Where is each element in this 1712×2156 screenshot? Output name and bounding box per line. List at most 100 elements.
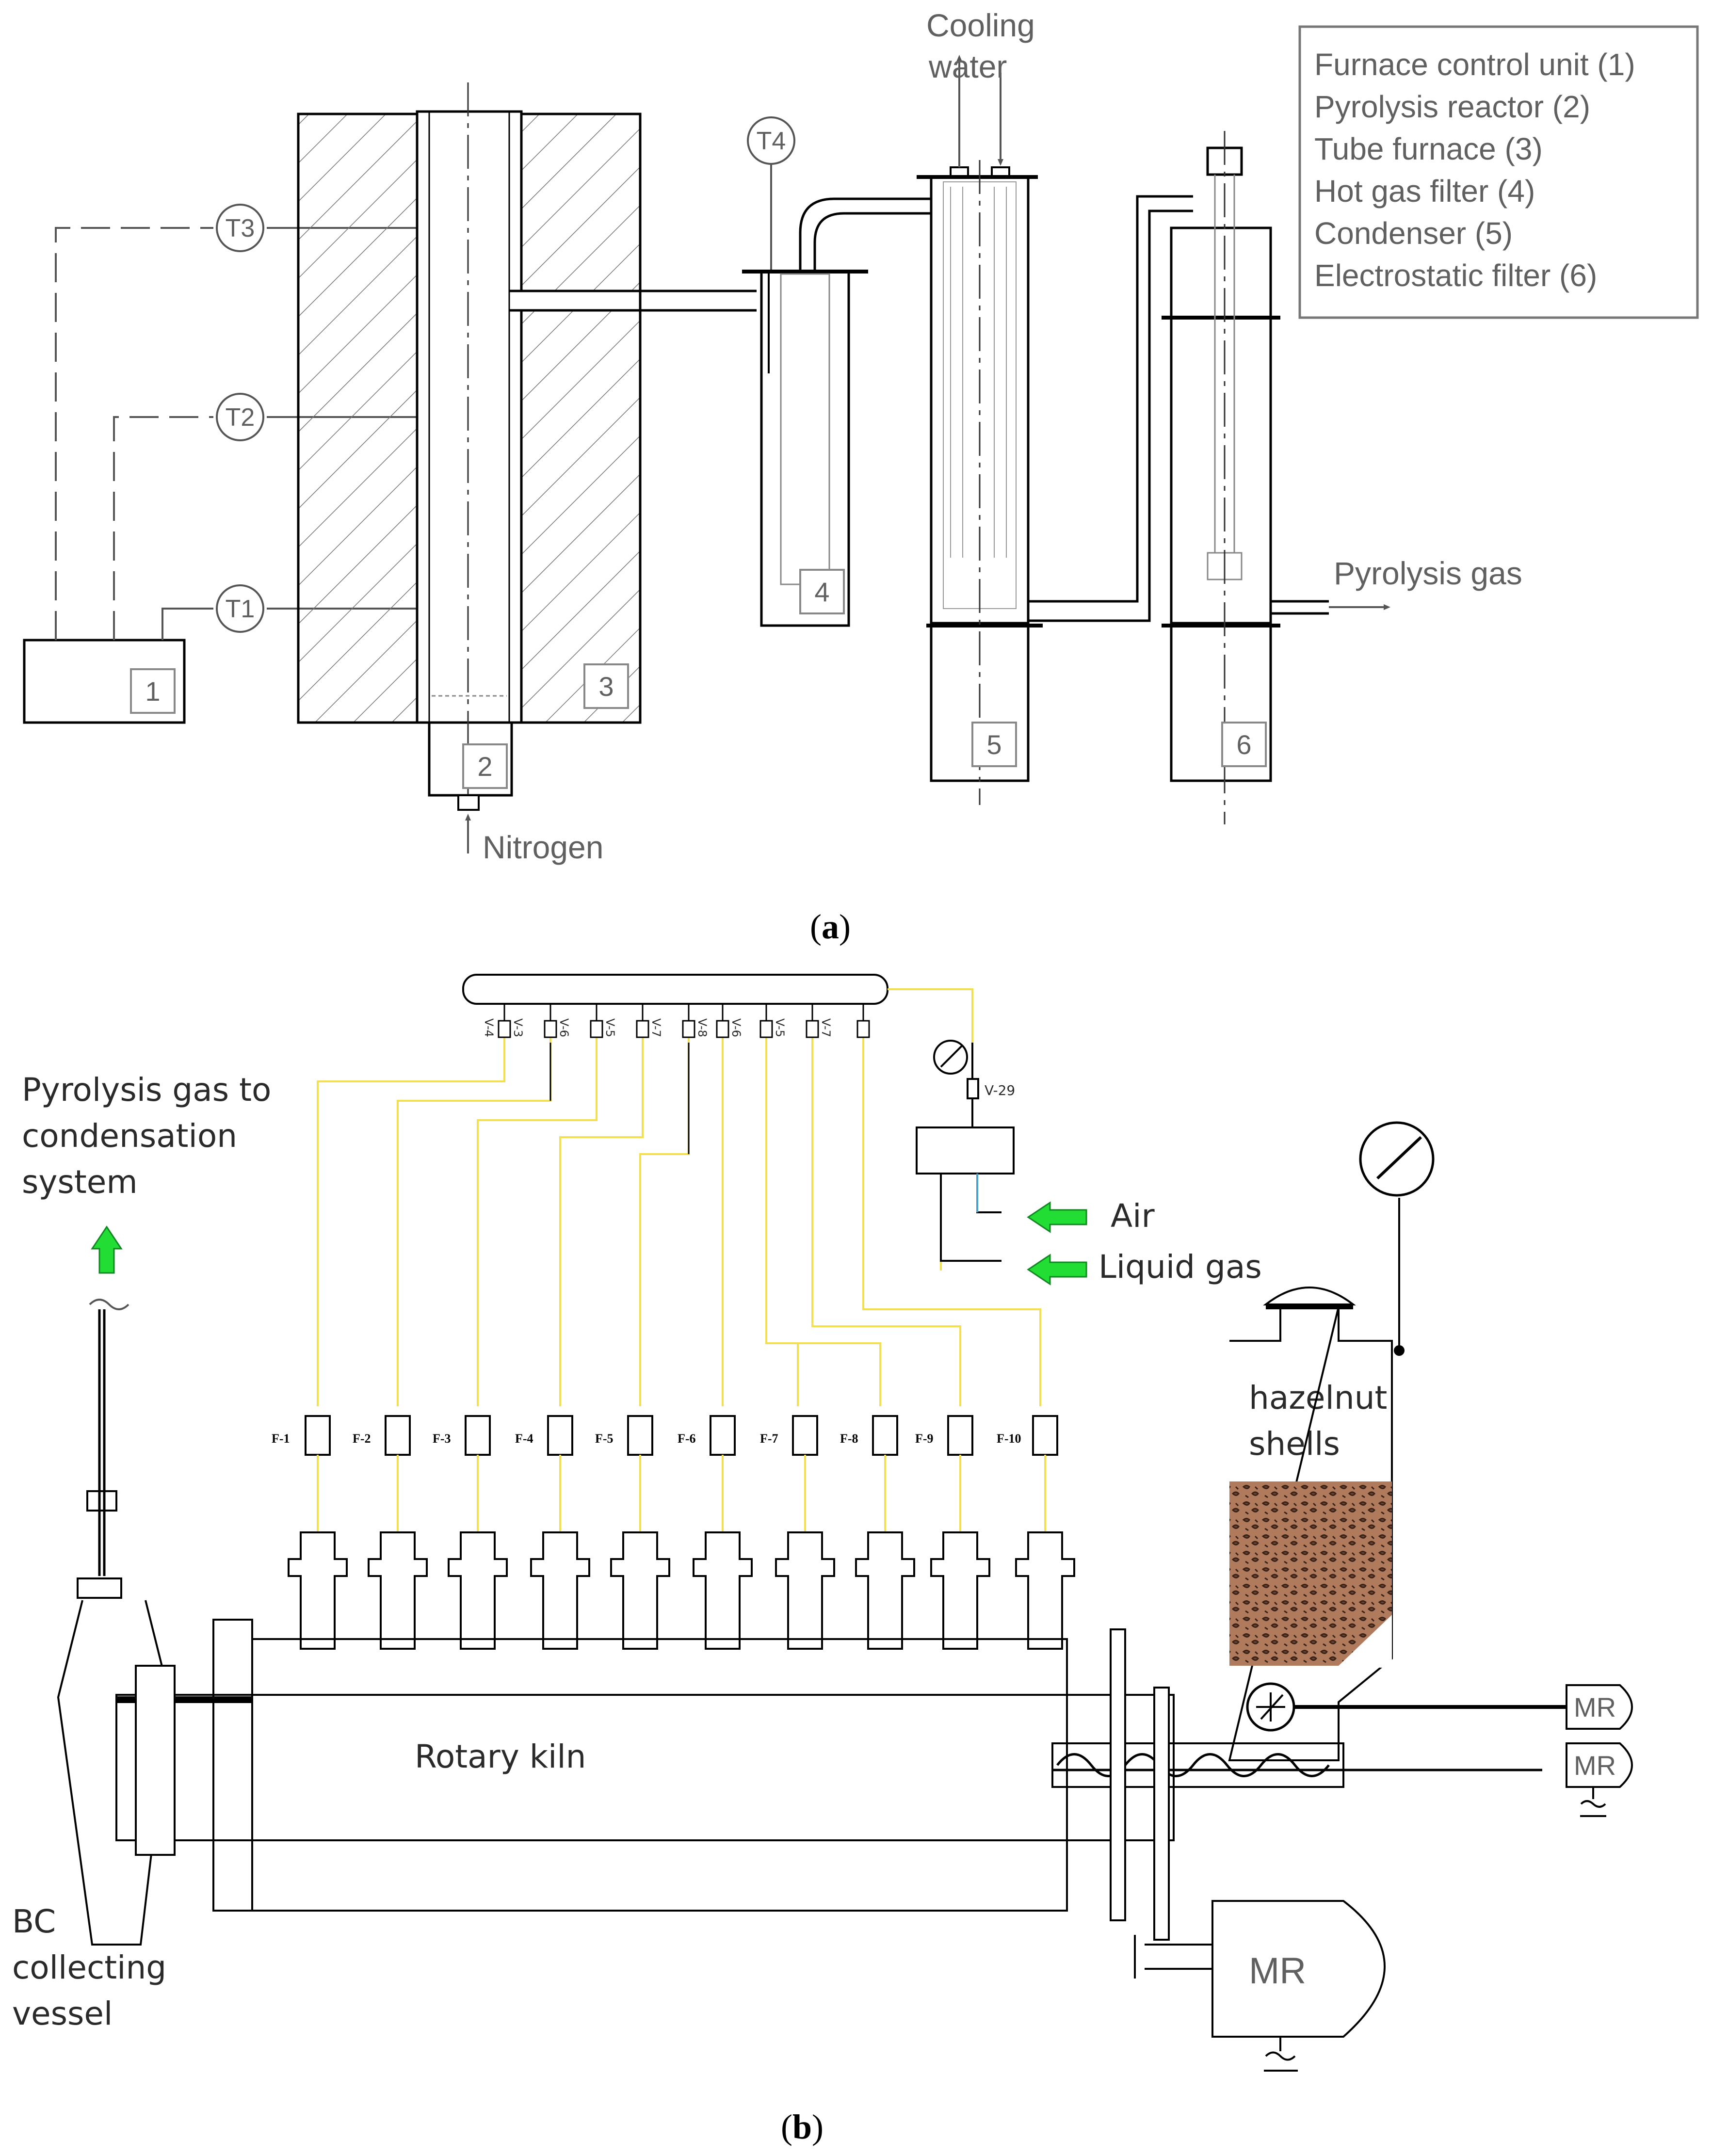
unit-number: 3	[598, 671, 614, 702]
valve-v29[interactable]	[967, 1078, 979, 1099]
unit-number: 6	[1236, 729, 1251, 760]
valve[interactable]	[682, 1004, 695, 1038]
bc-vessel-label-1: BC	[12, 1903, 56, 1940]
unit-numbers: 1 2 3 4 5 6	[145, 577, 1251, 782]
valve-label: V-4	[482, 1018, 496, 1037]
flowmeter[interactable]	[385, 1415, 411, 1456]
air-label: Air	[1111, 1197, 1155, 1235]
thermocouple-label: T3	[226, 214, 255, 242]
thermocouple-labels: T3 T2 T1 T4	[226, 127, 786, 623]
motor-screw	[1566, 1742, 1633, 1788]
valve-label: V-5	[603, 1018, 617, 1037]
flowmeter-label: F-6	[678, 1432, 696, 1446]
burners	[288, 1531, 1075, 1650]
flowmeter-label: F-8	[840, 1432, 858, 1446]
legend-item: Hot gas filter (4)	[1314, 174, 1535, 209]
gas-destination-label-3: system	[22, 1163, 138, 1201]
valve-labels: V-4 V-3 V-6 V-5 V-7 V-8 V-6 V-5 V-7	[482, 1018, 833, 1037]
pyrolysis-reactor	[416, 110, 523, 724]
flowmeters	[305, 1415, 1058, 1456]
thermocouple-label: T2	[226, 403, 255, 432]
hazelnut-label-1: hazelnut	[1249, 1379, 1387, 1416]
thermocouple-t3	[216, 204, 264, 252]
gas-supply-lines	[317, 988, 1041, 1406]
rotary-kiln	[115, 1619, 1175, 1912]
legend-item: Furnace control unit (1)	[1314, 47, 1635, 82]
unit-number: 5	[986, 729, 1001, 760]
rotary-kiln-label: Rotary kiln	[415, 1738, 586, 1775]
valve[interactable]	[856, 1004, 870, 1038]
legend-item: Tube furnace (3)	[1314, 131, 1543, 166]
valve[interactable]	[636, 1004, 649, 1038]
valve[interactable]	[544, 1004, 557, 1038]
panel-b-caption: (b)	[781, 2108, 824, 2146]
gas-manifold	[462, 974, 888, 1005]
furnace-control-unit	[23, 639, 186, 724]
valve[interactable]	[498, 1004, 511, 1038]
valve[interactable]	[590, 1004, 603, 1038]
panel-b-text-labels: Air Liquid gas Pyrolysis gas to condensa…	[12, 1071, 1387, 2032]
panel-b-caption-letter: b	[792, 2108, 812, 2146]
thermocouple-t2	[216, 393, 264, 441]
flowmeter[interactable]	[710, 1415, 736, 1456]
panel-a-caption-letter: a	[822, 907, 839, 946]
flowmeter-label: F-2	[353, 1432, 371, 1446]
valve[interactable]	[716, 1004, 729, 1038]
thermocouple-t1	[216, 584, 264, 633]
valve-label: V-7	[649, 1018, 663, 1037]
condenser	[917, 55, 1193, 805]
cooling-water-label-2: water	[928, 48, 1007, 84]
air-arrow-icon	[1027, 1201, 1087, 1233]
thermocouples	[216, 116, 795, 633]
legend-item: Pyrolysis reactor (2)	[1314, 89, 1590, 124]
motor-label: MR	[1574, 1692, 1616, 1722]
motor-label: MR	[1574, 1750, 1616, 1781]
flowmeter[interactable]	[872, 1415, 898, 1456]
motors	[1134, 1684, 1633, 2038]
flowmeter-labels: F-1 F-2 F-3 F-4 F-5 F-6 F-7 F-8 F-9 F-10	[272, 1432, 1021, 1446]
liquid-gas-label: Liquid gas	[1098, 1248, 1262, 1286]
valve-label: V-5	[773, 1018, 787, 1037]
thermocouple-label: T1	[226, 595, 255, 623]
bc-vessel-label-3: vessel	[12, 1995, 113, 2032]
valve[interactable]	[759, 1004, 773, 1038]
feed-hopper	[1228, 1121, 1435, 1761]
panel-b-rotary-kiln-setup: V-4 V-3 V-6 V-5 V-7 V-8 V-6 V-5 V-7 V-29	[12, 974, 1633, 2146]
valve-label: V-8	[695, 1018, 709, 1037]
liquid-gas-arrow-icon	[1027, 1254, 1087, 1286]
flowmeter[interactable]	[1032, 1415, 1058, 1456]
nitrogen-label: Nitrogen	[483, 829, 603, 865]
motor-feeder	[1566, 1684, 1633, 1730]
legend-item: Condenser (5)	[1314, 216, 1513, 251]
hazelnut-label-2: shells	[1249, 1425, 1340, 1463]
electrostatic-filter	[1162, 131, 1390, 824]
input-arrows	[91, 1201, 1087, 1286]
hazelnut-shells-fill	[1229, 1481, 1392, 1666]
pyrolysis-gas-label: Pyrolysis gas	[1334, 555, 1522, 591]
motor-labels: MR MR MR	[1249, 1692, 1616, 1992]
flowmeter[interactable]	[792, 1415, 818, 1456]
flowmeter[interactable]	[627, 1415, 653, 1456]
gas-destination-label-2: condensation	[22, 1117, 237, 1155]
motor-label: MR	[1249, 1950, 1306, 1992]
unit-number: 1	[145, 676, 160, 707]
ground-symbols	[1264, 1787, 1606, 2072]
flowmeter-label: F-3	[433, 1432, 451, 1446]
flowmeter-label: F-5	[595, 1432, 614, 1446]
flowmeter[interactable]	[465, 1415, 491, 1456]
panel-a-caption: (a)	[810, 907, 851, 946]
flowmeter[interactable]	[947, 1415, 973, 1456]
flowmeter-label: F-4	[515, 1432, 533, 1446]
panel-a-text-labels: Cooling water Nitrogen Pyrolysis gas	[483, 7, 1522, 865]
flowmeter[interactable]	[547, 1415, 573, 1456]
valve-label: V-7	[819, 1018, 833, 1037]
cooling-water-label-1: Cooling	[926, 7, 1035, 43]
unit-number: 4	[814, 577, 829, 607]
flowmeter[interactable]	[305, 1415, 331, 1456]
valve[interactable]	[806, 1004, 819, 1038]
valve-label: V-6	[729, 1018, 743, 1037]
panel-a-legend: Furnace control unit (1) Pyrolysis react…	[1298, 25, 1699, 319]
bc-collecting-vessel	[57, 1299, 176, 1946]
